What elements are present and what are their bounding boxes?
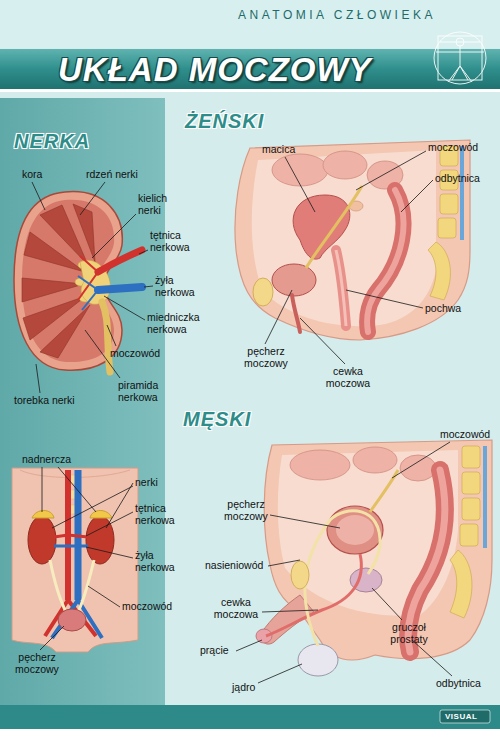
part-label: żyła nerkowa: [135, 550, 183, 574]
part-label: nadnercza: [22, 454, 71, 466]
part-label: moczowód: [110, 348, 160, 360]
part-label: prącie: [200, 645, 229, 657]
part-label: macica: [262, 144, 295, 156]
part-label: pęcherz moczowy: [238, 346, 294, 370]
part-label: moczowód: [440, 429, 490, 441]
part-label: nasieniowód: [205, 560, 263, 572]
part-label: miedniczka nerkowa: [147, 312, 209, 336]
part-label: moczowód: [122, 601, 172, 613]
part-label: odbytnica: [436, 678, 481, 690]
panel-heading: MĘSKI: [183, 408, 251, 431]
part-label: moczowód: [428, 142, 478, 154]
part-label: cewka moczowa: [210, 597, 262, 621]
publisher-logo: VISUAL: [445, 712, 477, 721]
poster-title: UKŁAD MOCZOWY: [58, 51, 372, 89]
part-label: tętnica nerkowa: [135, 503, 187, 527]
series-label: ANATOMIA CZŁOWIEKA: [238, 8, 436, 22]
part-label: żyła nerkowa: [155, 275, 203, 299]
part-label: tętnica nerkowa: [150, 230, 202, 254]
part-label: rdzeń nerki: [86, 169, 138, 181]
part-label: nerki: [135, 477, 158, 489]
part-label: gruczoł prostaty: [378, 622, 440, 646]
part-label: kora: [22, 169, 42, 181]
panel-heading: ŻEŃSKI: [185, 110, 264, 133]
part-label: pęcherz moczowy: [8, 652, 66, 676]
part-label: pęcherz moczowy: [218, 499, 274, 523]
part-label: cewka moczowa: [322, 366, 374, 390]
part-label: kielich nerki: [138, 193, 182, 217]
part-label: odbytnica: [435, 173, 480, 185]
part-label: torebka nerki: [14, 395, 75, 407]
part-label: pochwa: [425, 303, 461, 315]
part-label: jądro: [232, 682, 255, 694]
part-label: piramida nerkowa: [118, 380, 174, 404]
panel-heading: NERKA: [14, 130, 90, 153]
